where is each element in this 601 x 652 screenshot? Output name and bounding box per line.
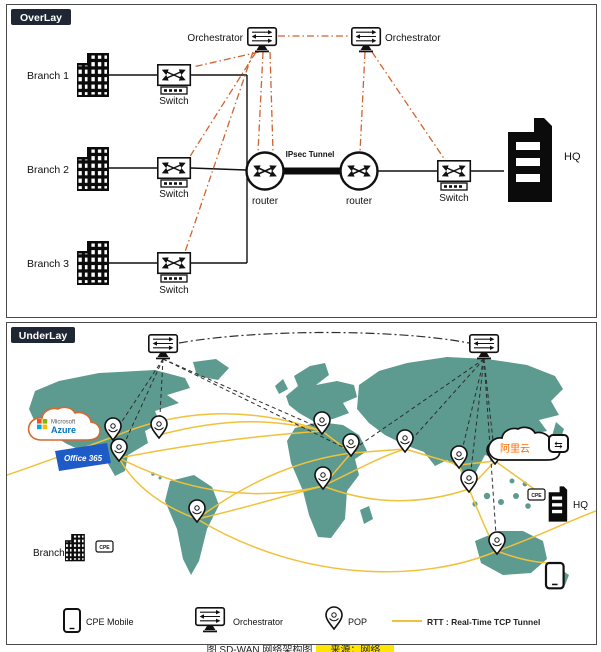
office365-logo: Office 365 <box>55 443 111 471</box>
underlay-panel: UnderLay <box>6 322 597 645</box>
branch-cpe-chip: CPE <box>95 540 114 553</box>
legend-item-cpe-mobile: CPE Mobile <box>63 608 134 633</box>
svg-text:⇆: ⇆ <box>554 440 562 451</box>
azure-cloud: Microsoft Azure <box>27 406 101 441</box>
pop-pin <box>150 415 168 439</box>
azure-label-line2: Azure <box>51 425 76 435</box>
branch-cpe-label: CPE <box>99 545 110 551</box>
overlay-badge: OverLay <box>11 9 71 25</box>
switch2-label: Switch <box>159 189 188 200</box>
switch3-label: Switch <box>159 285 188 296</box>
pop-pin <box>460 469 478 493</box>
underlay-hq-building-icon <box>548 486 568 522</box>
branch3-building-icon <box>77 241 109 285</box>
overlay-panel: OverLay <box>6 4 597 318</box>
router2-label: router <box>346 196 373 207</box>
router2-icon <box>341 153 378 190</box>
branch3-label: Branch 3 <box>27 258 69 270</box>
underlay-hq: CPE HQ <box>527 486 588 522</box>
figure-caption-text: 图 SD-WAN 网络架构图 <box>206 645 313 652</box>
underlay-hq-label: HQ <box>573 500 588 511</box>
office365-label: Office 365 <box>64 454 103 463</box>
windows-flag-icon <box>37 419 48 430</box>
router1-icon <box>247 153 284 190</box>
office365-banner-icon <box>55 443 111 471</box>
branch2-label: Branch 2 <box>27 164 69 176</box>
pop-legend-icon <box>325 606 343 630</box>
legend-orchestrator-label: Orchestrator <box>233 617 283 627</box>
switch1-icon <box>158 65 191 94</box>
cpe-mobile-map-icon <box>544 561 565 590</box>
underlay-orchestrator2-icon <box>470 335 499 360</box>
legend-cpe-mobile-label: CPE Mobile <box>86 617 134 627</box>
underlay-orchestrator1-icon <box>149 335 178 360</box>
alicloud-cloud-icon <box>487 426 561 461</box>
figure-caption: 图 SD-WAN 网络架构图来源：网络 <box>0 645 601 652</box>
underlay-branch: Branch CPE <box>33 534 114 562</box>
legend-item-rtt: RTT : Real-Time TCP Tunnel <box>392 617 540 627</box>
branch2-building-icon <box>77 147 109 191</box>
branch1-building-icon <box>77 53 109 97</box>
switch4-icon <box>438 161 471 190</box>
orchestrator-peering-link <box>178 331 470 344</box>
ipsec-tunnel-label: IPsec Tunnel <box>286 150 335 159</box>
orchestrator1-icon <box>248 28 276 53</box>
legend-item-pop: POP <box>325 606 367 630</box>
azure-cloud-icon <box>27 406 101 441</box>
alicloud-label: 阿里云 <box>500 443 530 455</box>
hq-cpe-chip: CPE <box>527 488 546 501</box>
azure-label-line1: Microsoft <box>51 420 76 426</box>
legend-rtt-label: RTT : Real-Time TCP Tunnel <box>427 617 540 627</box>
legend-item-orchestrator: Orchestrator <box>196 608 283 633</box>
orchestrator1-label: Orchestrator <box>187 33 243 44</box>
router1-label: router <box>252 196 279 207</box>
underlay-badge-label: UnderLay <box>19 330 68 342</box>
orchestrator-control-links <box>112 358 498 550</box>
alicloud-cloud: 阿里云 ⇆ <box>487 426 569 461</box>
overlay-physical-links <box>109 74 504 264</box>
hq-cpe-label: CPE <box>531 493 542 499</box>
underlay-branch-label: Branch <box>33 548 65 559</box>
switch2-icon <box>158 158 191 187</box>
switch4-label: Switch <box>439 193 468 204</box>
branch1-label: Branch 1 <box>27 70 69 82</box>
orchestrator2-icon <box>352 28 381 53</box>
underlay-badge: UnderLay <box>11 327 75 343</box>
switch3-icon <box>158 253 191 282</box>
figure-caption-highlight: 来源：网络 <box>316 645 395 652</box>
overlay-badge-label: OverLay <box>20 12 62 24</box>
orchestrator2-label: Orchestrator <box>385 33 441 44</box>
hq-building-icon <box>508 118 552 202</box>
switch1-label: Switch <box>159 96 188 107</box>
hq-label: HQ <box>564 151 581 163</box>
legend-pop-label: POP <box>348 617 367 627</box>
cpe-mobile-legend-icon <box>63 608 81 633</box>
alicloud-exchange-icon: ⇆ <box>548 434 569 453</box>
overlay-control-links <box>184 35 446 253</box>
orchestrator-legend-icon <box>196 608 225 633</box>
legend: CPE Mobile Orchestrator POP RTT : Real-T… <box>63 606 540 633</box>
underlay-branch-building-icon <box>65 534 85 562</box>
